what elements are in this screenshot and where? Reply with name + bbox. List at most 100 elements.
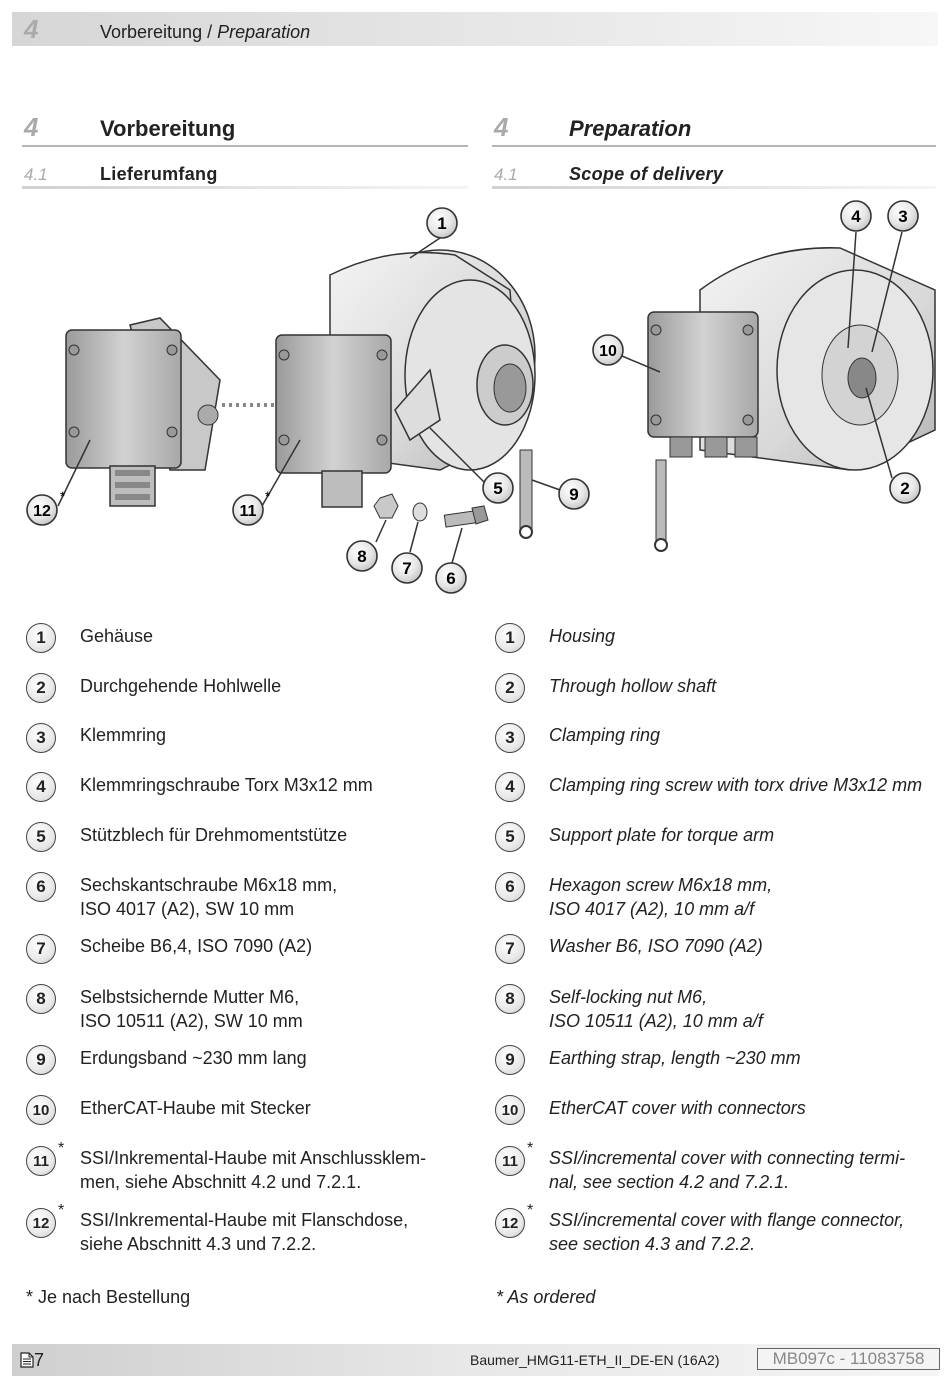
- item-number-badge: 2: [26, 673, 56, 703]
- item-label-en: Housing: [549, 626, 616, 646]
- earthing-strap-drawing: [519, 449, 668, 552]
- item-label-en-line2: ISO 10511 (A2), 10 mm a/f: [549, 1011, 763, 1031]
- document-name: Baumer_HMG11-ETH_II_DE-EN (16A2): [470, 1352, 720, 1368]
- encoder-housing-drawing: [275, 249, 536, 508]
- section-number-en: 4: [494, 112, 509, 142]
- document-code: MB097c - 11083758: [757, 1348, 940, 1370]
- section-number-de: 4: [24, 112, 39, 142]
- item-number-badge: 10: [26, 1095, 56, 1125]
- item-number-badge: 5: [26, 822, 56, 852]
- ssi-cover-flange-drawing: [65, 317, 221, 507]
- item-label-de: Klemmring: [80, 725, 167, 745]
- item-label-de: Sechskantschraube M6x18 mm,: [80, 875, 338, 895]
- item-number-badge: 2: [495, 673, 525, 703]
- callout-8: 8: [357, 547, 366, 566]
- item-number-badge: 3: [495, 723, 525, 753]
- subsection-title-en: Scope of delivery: [569, 164, 724, 184]
- item-asterisk: *: [527, 1202, 534, 1219]
- item-label-de: Selbstsichernde Mutter M6,: [80, 987, 300, 1007]
- item-label-en: Through hollow shaft: [549, 676, 717, 696]
- item-label-de-line2: ISO 4017 (A2), SW 10 mm: [80, 899, 295, 919]
- item-label-en-line2: see section 4.3 and 7.2.2.: [549, 1234, 756, 1254]
- subsection-number-en: 4.1: [494, 165, 518, 184]
- section-title-en: Preparation: [569, 116, 692, 141]
- section-rule-en: [492, 145, 936, 147]
- section-title-de: Vorbereitung: [100, 116, 236, 141]
- item-label-en: Washer B6, ISO 7090 (A2): [549, 936, 763, 956]
- item-label-de: Gehäuse: [80, 626, 154, 646]
- callout-badges: 1 12 * 11 * 5 9 8 7 6 10 4 3 2: [26, 200, 921, 594]
- callout-5: 5: [493, 479, 502, 498]
- item-number-badge: 6: [495, 872, 525, 902]
- scope-of-delivery-figure: 1 12 * 11 * 5 9 8 7 6 10 4 3 2: [26, 200, 936, 594]
- document-icon: [20, 1352, 34, 1368]
- subsection-rule-en: [492, 186, 936, 189]
- item-label-de: EtherCAT-Haube mit Stecker: [80, 1098, 311, 1118]
- callout-6: 6: [446, 569, 455, 588]
- item-number-badge: 4: [26, 772, 56, 802]
- callout-2: 2: [900, 479, 909, 498]
- item-number-badge: 12: [495, 1208, 525, 1238]
- item-asterisk: *: [58, 1140, 65, 1157]
- header-chapter-number: 4: [24, 14, 39, 44]
- page-number: 7: [20, 1350, 44, 1371]
- callout-1: 1: [437, 214, 446, 233]
- footnote-de: * Je nach Bestellung: [26, 1287, 191, 1307]
- item-label-en: Support plate for torque arm: [549, 825, 775, 845]
- item-number-badge: 9: [495, 1045, 525, 1075]
- item-label-de: Erdungsband ~230 mm lang: [80, 1048, 307, 1068]
- item-number-badge: 6: [26, 872, 56, 902]
- item-asterisk: *: [527, 1140, 534, 1157]
- callout-10: 10: [599, 343, 617, 360]
- item-label-en: Clamping ring: [549, 725, 661, 745]
- item-label-de-line2: siehe Abschnitt 4.3 und 7.2.2.: [80, 1234, 317, 1254]
- callout-11-asterisk: *: [265, 488, 271, 504]
- callout-11: 11: [240, 503, 257, 520]
- callout-9: 9: [569, 485, 578, 504]
- item-number-badge: 11: [495, 1146, 525, 1176]
- callout-3: 3: [898, 207, 907, 226]
- item-label-en: EtherCAT cover with connectors: [549, 1098, 806, 1118]
- item-label-en: SSI/incremental cover with flange connec…: [549, 1210, 905, 1230]
- item-number-badge: 8: [495, 984, 525, 1014]
- item-label-de: Scheibe B6,4, ISO 7090 (A2): [80, 936, 313, 956]
- header-title: Vorbereitung / Preparation: [100, 22, 311, 42]
- item-number-badge: 3: [26, 723, 56, 753]
- item-number-badge: 8: [26, 984, 56, 1014]
- item-number-badge: 11: [26, 1146, 56, 1176]
- item-label-en: Earthing strap, length ~230 mm: [549, 1048, 801, 1068]
- item-label-en: Self-locking nut M6,: [549, 987, 708, 1007]
- item-label-en: SSI/incremental cover with connecting te…: [549, 1148, 906, 1168]
- item-number-badge: 10: [495, 1095, 525, 1125]
- ethercat-encoder-drawing: [647, 247, 936, 471]
- item-label-de-line2: men, siehe Abschnitt 4.2 und 7.2.1.: [80, 1172, 362, 1192]
- item-label-en-line2: ISO 4017 (A2), 10 mm a/f: [549, 899, 755, 919]
- item-label-de: Klemmringschraube Torx M3x12 mm: [80, 775, 373, 795]
- callout-12: 12: [33, 503, 51, 520]
- footnote-en: * As ordered: [496, 1287, 596, 1307]
- item-number-badge: 4: [495, 772, 525, 802]
- item-number-badge: 12: [26, 1208, 56, 1238]
- item-number-badge: 1: [26, 623, 56, 653]
- item-number-badge: 5: [495, 822, 525, 852]
- subsection-number-de: 4.1: [24, 165, 48, 184]
- item-label-de: SSI/Inkremental-Haube mit Flanschdose,: [80, 1210, 409, 1230]
- item-label-de: Stützblech für Drehmomentstütze: [80, 825, 348, 845]
- item-number-badge: 9: [26, 1045, 56, 1075]
- item-number-badge: 1: [495, 623, 525, 653]
- item-number-badge: 7: [26, 934, 56, 964]
- callout-4: 4: [851, 207, 861, 226]
- item-label-en: Clamping ring screw with torx drive M3x1…: [549, 775, 923, 795]
- callout-7: 7: [402, 559, 411, 578]
- callout-12-asterisk: *: [60, 488, 66, 504]
- page-header-bar: [12, 12, 938, 46]
- item-asterisk: *: [58, 1202, 65, 1219]
- section-rule-de: [22, 145, 468, 147]
- item-number-badge: 7: [495, 934, 525, 964]
- callout-leader-lines: [57, 231, 903, 564]
- hardware-parts-drawing: [373, 493, 489, 528]
- item-label-de: Durchgehende Hohlwelle: [80, 676, 282, 696]
- subsection-title-de: Lieferumfang: [100, 164, 218, 184]
- item-label-de-line2: ISO 10511 (A2), SW 10 mm: [80, 1011, 303, 1031]
- item-label-en: Hexagon screw M6x18 mm,: [549, 875, 773, 895]
